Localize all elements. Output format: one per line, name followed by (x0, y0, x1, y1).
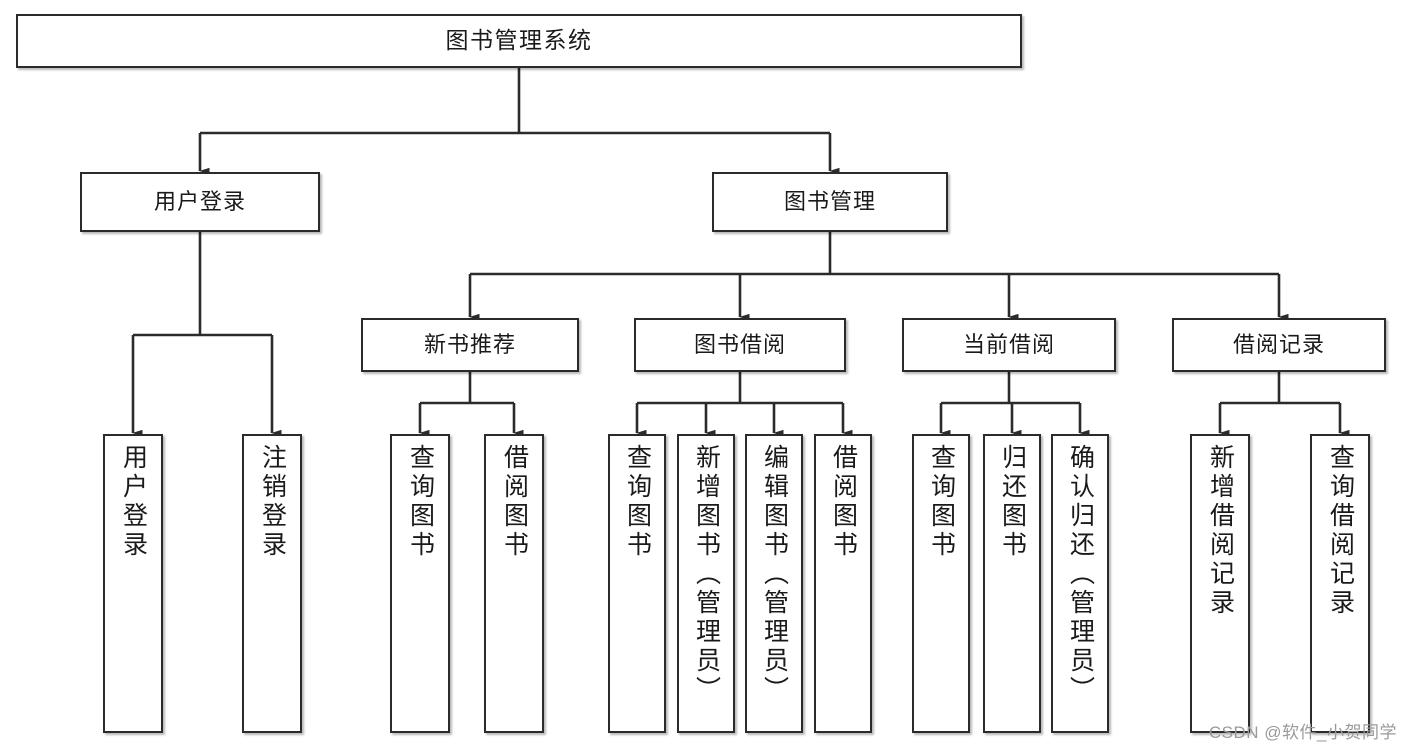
node-label: 确认归还（管理员） (1066, 444, 1095, 705)
node-label: 借阅记录 (1232, 332, 1325, 358)
node-l3c3: 编辑图书（管理员） (745, 434, 803, 733)
node-l1a: 用户登录 (80, 172, 320, 232)
node-label: 查询图书 (623, 444, 652, 560)
node-l3c1: 查询图书 (608, 434, 666, 733)
node-label: 新增图书（管理员） (692, 444, 721, 705)
csdn-watermark: CSDN @软件_小贺同学 (1208, 723, 1397, 742)
node-label: 图书借阅 (693, 332, 786, 358)
node-label: 注销登录 (258, 444, 287, 560)
node-l3d2: 归还图书 (983, 434, 1041, 733)
node-label: 用户登录 (153, 189, 246, 215)
node-l3b1: 查询图书 (390, 434, 450, 733)
node-label: 查询图书 (927, 444, 956, 560)
node-l3c4: 借阅图书 (814, 434, 872, 733)
node-l2a: 新书推荐 (361, 318, 579, 372)
node-l3b2: 借阅图书 (484, 434, 544, 733)
node-l3e2: 查询借阅记录 (1310, 434, 1370, 733)
node-l3c2: 新增图书（管理员） (677, 434, 735, 733)
node-label: 新增借阅记录 (1206, 444, 1235, 618)
node-l3a2: 注销登录 (242, 434, 302, 733)
node-label: 查询图书 (406, 444, 435, 560)
node-label: 借阅图书 (500, 444, 529, 560)
node-label: 归还图书 (998, 444, 1027, 560)
node-l3e1: 新增借阅记录 (1190, 434, 1250, 733)
node-label: 当前借阅 (962, 332, 1055, 358)
node-label: 新书推荐 (423, 332, 516, 358)
node-l3a1: 用户登录 (103, 434, 163, 733)
node-l3d3: 确认归还（管理员） (1051, 434, 1109, 733)
node-label: 编辑图书（管理员） (760, 444, 789, 705)
node-root: 图书管理系统 (16, 14, 1022, 68)
node-label: 用户登录 (119, 444, 148, 560)
node-l2d: 借阅记录 (1172, 318, 1386, 372)
node-label: 查询借阅记录 (1326, 444, 1355, 618)
node-l1b: 图书管理 (712, 172, 948, 232)
node-l3d1: 查询图书 (912, 434, 970, 733)
node-label: 图书管理 (783, 189, 876, 215)
node-l2c: 当前借阅 (902, 318, 1116, 372)
node-label: 借阅图书 (829, 444, 858, 560)
node-l2b: 图书借阅 (634, 318, 846, 372)
node-label: 图书管理系统 (445, 27, 593, 54)
